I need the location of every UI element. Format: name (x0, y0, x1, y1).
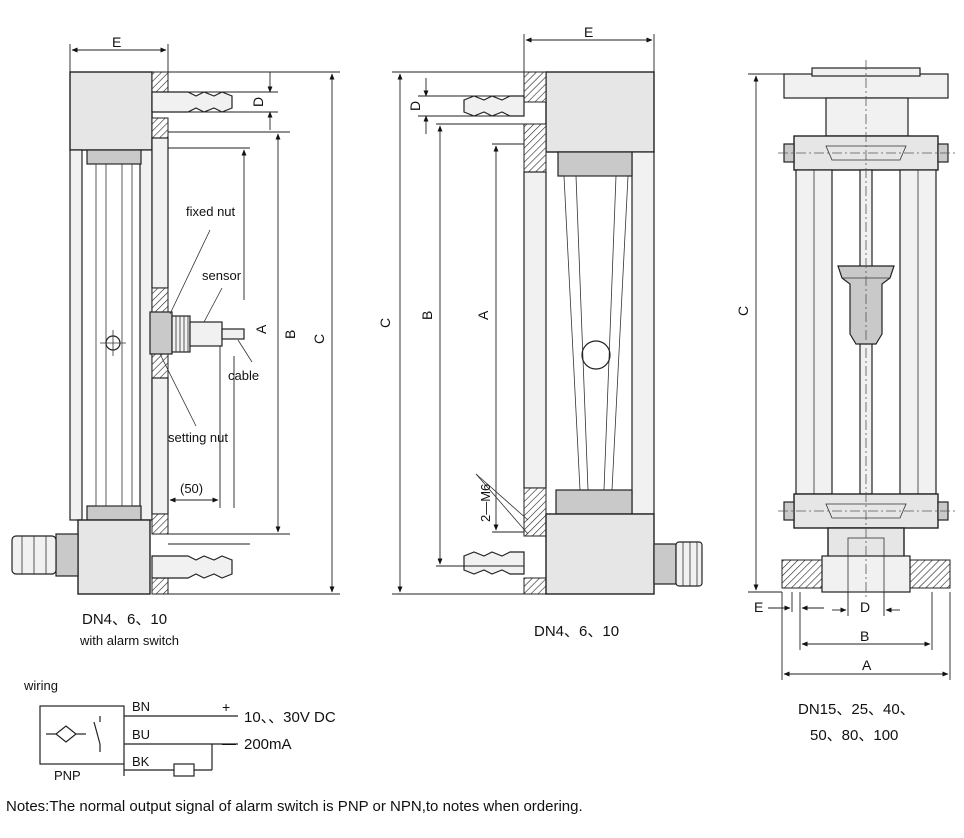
left-dim-c: C (311, 334, 327, 344)
supply-plus: + (222, 699, 230, 715)
right-float (837, 265, 895, 345)
right-dim-c: C (735, 306, 751, 316)
middle-view: E D C B A 2—M6 DN4、6、10 (377, 24, 703, 640)
hatch-top-2 (151, 117, 169, 139)
mid-lower-nut (555, 489, 633, 515)
upper-hose-barb (151, 91, 233, 113)
mid-valve-stem (653, 543, 677, 585)
left-dim-a: A (253, 324, 269, 334)
hatch-bottom-1 (151, 513, 169, 535)
right-upper-clamp (825, 145, 907, 161)
sensor-knurl (171, 315, 191, 353)
label-cable: cable (228, 368, 259, 383)
mid-hatch-4 (523, 577, 547, 595)
right-dim-a: A (862, 657, 872, 673)
mid-lower-hose (463, 551, 525, 575)
mid-upper-nut (557, 151, 633, 177)
right-view: C E D B A DN15、25、40、 50、80、100 (735, 60, 956, 744)
left-dim-d: D (250, 97, 266, 107)
mid-wall (523, 171, 547, 489)
mid-bottom-block (545, 513, 655, 595)
mid-top-block (545, 71, 655, 153)
right-dim-b: B (860, 628, 869, 644)
right-dim-d: D (860, 599, 870, 615)
left-caption-2: with alarm switch (79, 633, 179, 648)
hatch-top-1 (151, 71, 169, 93)
glass-tube (95, 163, 133, 507)
mid-caption: DN4、6、10 (534, 623, 619, 640)
right-flange-left (781, 559, 823, 589)
frame-rail-left (69, 149, 83, 521)
top-block (69, 71, 153, 151)
mid-dim-a: A (475, 310, 491, 320)
mid-float-ball (581, 340, 611, 370)
mid-label-m6: 2—M6 (478, 484, 493, 522)
left-dim-b: B (282, 330, 298, 339)
supply-voltage: 10、、30V DC (244, 709, 336, 726)
upper-nut (86, 149, 142, 165)
wire-label-bu: BU (132, 727, 150, 742)
right-caption-1: DN15、25、40、 (798, 701, 915, 718)
mid-tapered-tube (563, 175, 629, 491)
mid-dim-b: B (419, 311, 435, 320)
lower-hose-barb (151, 555, 233, 579)
lower-nut (86, 505, 142, 521)
notes-line: Notes:The normal output signal of alarm … (6, 798, 583, 815)
sensor-symbol-icon (55, 725, 77, 743)
bottom-block (77, 519, 151, 595)
sensor-body (189, 321, 223, 347)
wiring-title: wiring (23, 678, 58, 693)
mid-dim-e: E (584, 24, 593, 40)
switch-box (39, 705, 125, 765)
supply-current: 200mA (244, 736, 292, 753)
fixed-nut-shape (149, 311, 173, 355)
label-fixed-nut: fixed nut (186, 204, 236, 219)
mid-hatch-2 (523, 123, 547, 173)
right-top-neck (825, 97, 909, 137)
mid-hatch-3 (523, 487, 547, 537)
left-dim-e: E (112, 34, 121, 50)
wire-label-bk: BK (132, 754, 150, 769)
label-sensor: sensor (202, 268, 242, 283)
left-caption-1: DN4、6、10 (82, 611, 167, 628)
load-resistor (173, 763, 195, 777)
valve-stem (55, 533, 79, 577)
wire-label-bn: BN (132, 699, 150, 714)
label-setting-nut: setting nut (168, 430, 228, 445)
sensor-cable (221, 328, 245, 340)
mid-dim-c: C (377, 318, 393, 328)
mid-hatch-1 (523, 71, 547, 103)
sensor-track-upper (151, 137, 169, 289)
label-pnp: PNP (54, 768, 81, 783)
mid-frame-right (631, 151, 655, 515)
mid-dim-d: D (407, 101, 423, 111)
mid-upper-hose (463, 95, 525, 117)
left-dim-50: (50) (180, 481, 203, 496)
right-flange-right (909, 559, 951, 589)
right-caption-2: 50、80、100 (810, 727, 898, 744)
sensor-track-lower (151, 377, 169, 515)
mid-valve-knob (675, 541, 703, 587)
right-lower-clamp (825, 503, 907, 519)
left-view: E D A B C (50) fixed nut sensor cable se… (11, 34, 340, 648)
wiring-diagram: wiring BN BU BK PNP + — 10、、30V DC 200mA (23, 678, 336, 783)
right-dim-e: E (754, 599, 763, 615)
supply-minus: — (222, 735, 236, 751)
